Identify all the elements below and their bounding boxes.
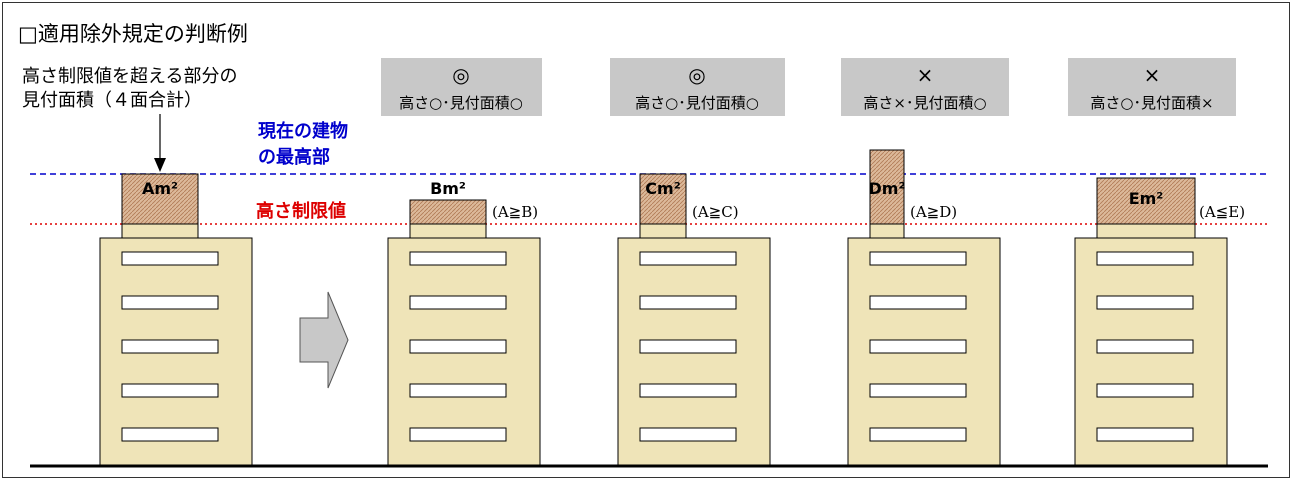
area-relation: (A≧B) [492, 203, 538, 221]
window [1096, 295, 1194, 310]
window [1096, 427, 1194, 442]
window [869, 383, 967, 398]
window [869, 251, 967, 266]
rooftop-excess [639, 173, 687, 225]
window [639, 251, 737, 266]
area-label: Cm² [645, 179, 680, 198]
result-detail: 高さ○･見付面積○ [399, 94, 523, 112]
annotation-arrowhead [154, 158, 166, 172]
area-relation: (A≧D) [910, 203, 957, 221]
window [409, 295, 507, 310]
transition-arrow [299, 291, 349, 389]
result-symbol: ◎ [688, 63, 705, 87]
area-relation: (A≧C) [692, 203, 739, 221]
window [869, 427, 967, 442]
result-box [841, 58, 1009, 116]
window [409, 251, 507, 266]
window [1096, 339, 1194, 354]
rooftop-excess [1096, 177, 1196, 225]
window [639, 427, 737, 442]
window [409, 339, 507, 354]
result-symbol: ◎ [452, 63, 469, 87]
result-detail: 高さ×･見付面積○ [863, 94, 986, 112]
case-building-b: ◎ 高さ○･見付面積○ Bm² (A≧B) [381, 58, 542, 467]
current-top-label-1: 現在の建物 [258, 120, 348, 142]
window [121, 295, 219, 310]
base-building: Am² [99, 173, 253, 467]
case-building-c: ◎ 高さ○･見付面積○ Cm² (A≧C) [610, 58, 785, 467]
case-building-d: × 高さ×･見付面積○ Dm² (A≧D) [841, 58, 1009, 467]
result-box [1068, 58, 1236, 116]
rooftop-base [639, 223, 687, 239]
window [869, 339, 967, 354]
window [639, 383, 737, 398]
result-symbol: × [1144, 63, 1161, 87]
result-box [381, 58, 542, 116]
height-limit-label: 高さ制限値 [256, 200, 346, 222]
window [121, 339, 219, 354]
window [121, 251, 219, 266]
result-detail: 高さ○･見付面積○ [635, 94, 759, 112]
window [1096, 251, 1194, 266]
rooftop-base [121, 223, 199, 239]
area-label: Em² [1129, 189, 1164, 208]
window [639, 295, 737, 310]
window [409, 427, 507, 442]
window [409, 383, 507, 398]
result-symbol: × [917, 63, 934, 87]
current-top-label-2: の最高部 [258, 146, 330, 168]
rooftop-excess [121, 173, 199, 225]
case-building-e: × 高さ○･見付面積× Em² (A≦E) [1068, 58, 1245, 467]
window [121, 427, 219, 442]
window [869, 295, 967, 310]
area-label-a: Am² [142, 179, 178, 198]
window [639, 339, 737, 354]
rooftop-base [409, 223, 487, 239]
rooftop-base [1096, 223, 1196, 239]
area-relation: (A≦E) [1199, 203, 1245, 221]
rooftop-excess [869, 149, 905, 225]
area-label: Bm² [430, 179, 466, 198]
result-box [610, 58, 785, 116]
rooftop-excess [409, 199, 487, 225]
window [1096, 383, 1194, 398]
result-detail: 高さ○･見付面積× [1090, 94, 1213, 112]
annotation-line-2: 見付面積（４面合計） [22, 90, 202, 111]
diagram-title: □適用除外規定の判断例 [18, 22, 248, 46]
rooftop-base [869, 223, 905, 239]
annotation-line-1: 高さ制限値を超える部分の [22, 66, 237, 87]
area-label: Dm² [869, 179, 906, 198]
window [121, 383, 219, 398]
